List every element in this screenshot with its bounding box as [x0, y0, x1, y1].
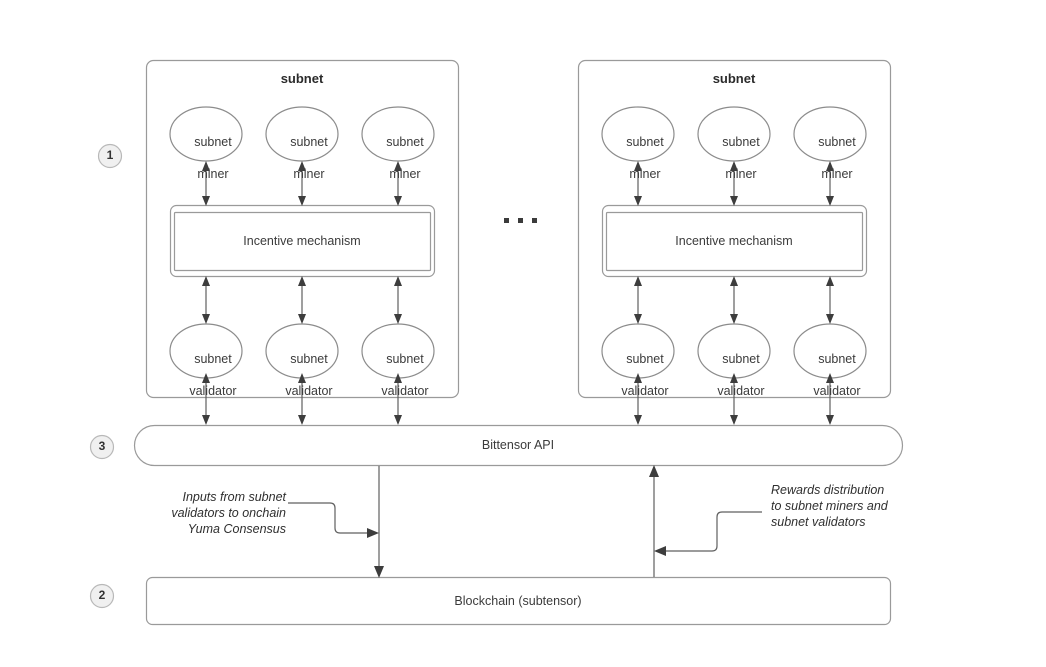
- subnet-right-mechanism-validator-arrows: [634, 276, 834, 324]
- blockchain-bar[interactable]: [145, 576, 892, 626]
- ellipsis-dot: [532, 218, 537, 223]
- subnet-left-validator-3[interactable]: [361, 323, 435, 379]
- subnet-left-miner-3[interactable]: [361, 106, 435, 162]
- subnet-right-miner-2[interactable]: [697, 106, 771, 162]
- subnet-right-miner-mechanism-arrows: [634, 161, 834, 206]
- ellipsis-dot: [518, 218, 523, 223]
- subnet-right-miner-1[interactable]: [601, 106, 675, 162]
- bittensor-api-bar[interactable]: [133, 424, 904, 467]
- subnet-right-miner-3[interactable]: [793, 106, 867, 162]
- marker-circle-1: [97, 143, 123, 169]
- blockchain-to-api-connector: [649, 465, 659, 577]
- subnet-right-validator-api-arrows: [634, 373, 834, 425]
- subnet-right-mechanism-inner: [605, 211, 864, 272]
- marker-circle-3: [89, 434, 115, 460]
- api-to-blockchain-connector: [374, 466, 384, 578]
- subnet-left-miner-1[interactable]: [169, 106, 243, 162]
- subnet-left-validator-1[interactable]: [169, 323, 243, 379]
- ellipsis-dot: [504, 218, 509, 223]
- subnet-left-validator-2[interactable]: [265, 323, 339, 379]
- subnet-left-validator-api-arrows: [202, 373, 402, 425]
- subnet-left-mechanism-inner: [173, 211, 432, 272]
- rewards-annotation-connector: [654, 511, 762, 556]
- subnets-ellipsis: [504, 218, 537, 223]
- inputs-annotation-connector: [288, 502, 379, 538]
- subnet-left-miner-mechanism-arrows: [202, 161, 402, 206]
- subnet-right-validator-1[interactable]: [601, 323, 675, 379]
- marker-circle-2: [89, 583, 115, 609]
- subnet-right-validator-2[interactable]: [697, 323, 771, 379]
- subnet-right-validator-3[interactable]: [793, 323, 867, 379]
- subnet-left-mechanism-validator-arrows: [202, 276, 402, 324]
- subnet-left-miner-2[interactable]: [265, 106, 339, 162]
